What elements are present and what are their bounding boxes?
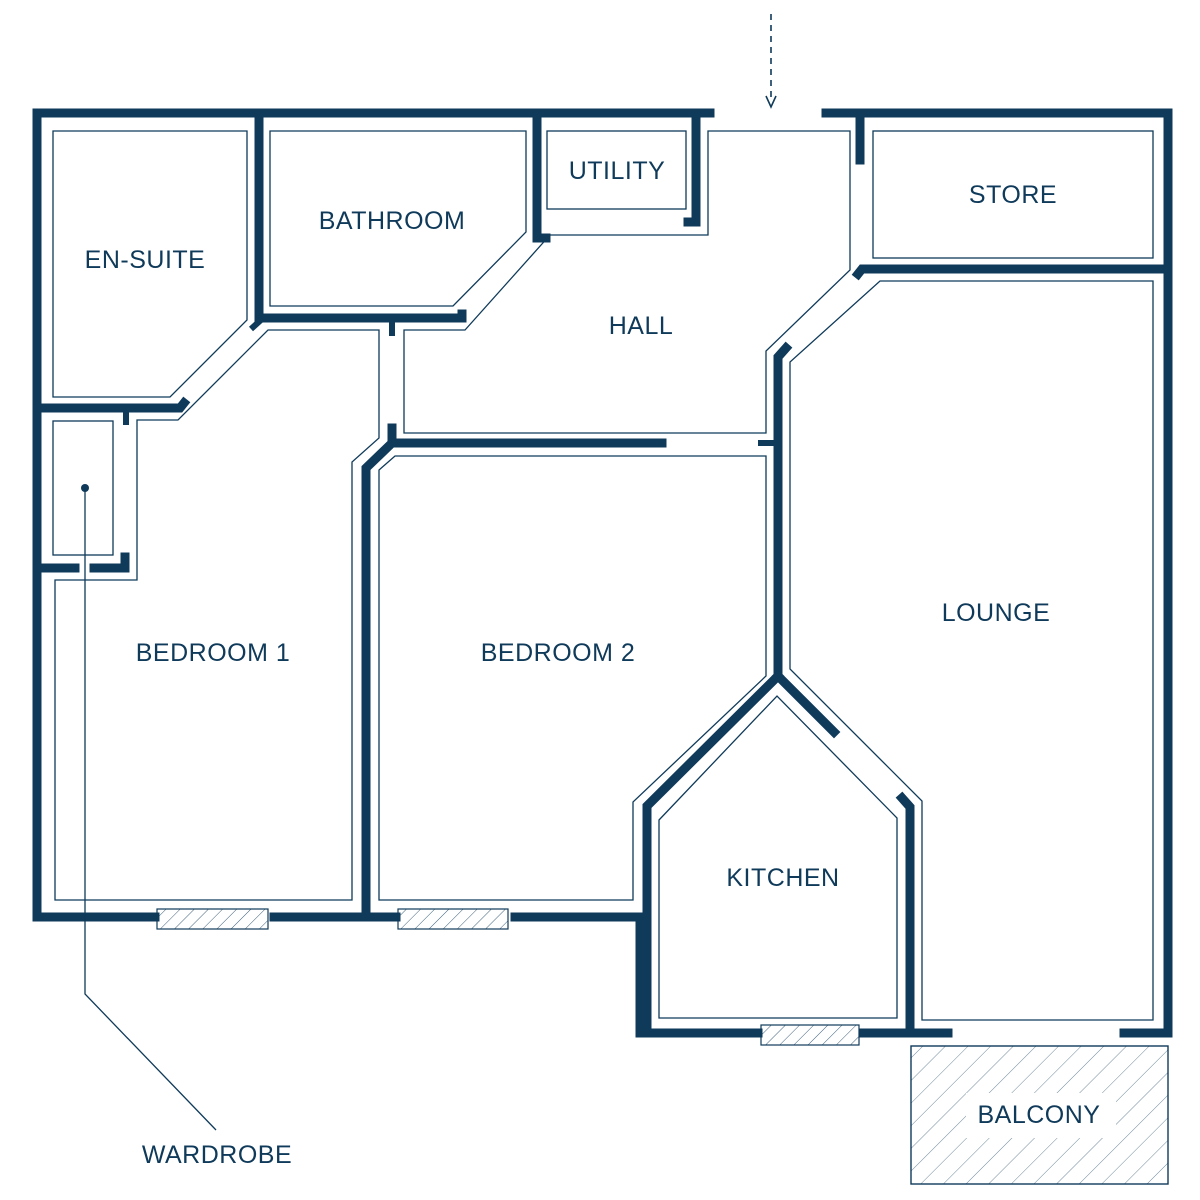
label-kitchen: KITCHEN — [726, 864, 839, 892]
label-bedroom2: BEDROOM 2 — [481, 639, 636, 667]
store-outline — [872, 130, 1154, 259]
label-lounge: LOUNGE — [942, 599, 1051, 627]
label-bathroom: BATHROOM — [319, 207, 466, 235]
hall-outline — [403, 130, 851, 434]
wall-lounge-bedroom2 — [773, 341, 793, 681]
label-wardrobe: WARDROBE — [142, 1141, 292, 1169]
bedroom2-outline — [378, 455, 767, 901]
room-outlines — [52, 130, 1154, 1021]
window-bedroom2 — [397, 908, 509, 930]
label-bedroom1: BEDROOM 1 — [136, 639, 291, 667]
label-balcony: BALCONY — [978, 1101, 1101, 1129]
wardrobe-leader-line — [84, 488, 217, 1131]
window-kitchen — [760, 1024, 860, 1046]
wall-kitchen-top-right — [771, 669, 841, 739]
label-hall: HALL — [609, 312, 674, 340]
wall-bedroom1-bedroom2 — [387, 423, 667, 448]
wall-ensuite-diagonal — [248, 316, 265, 332]
wall-bedroom2-left — [361, 436, 399, 922]
balcony-label-bg — [966, 1093, 1116, 1138]
wall-kitchen-right — [895, 791, 915, 1038]
room-labels: EN-SUITE BATHROOM UTILITY STORE HALL BED… — [85, 157, 1101, 1169]
wall-store-lounge — [851, 264, 1168, 281]
wall-kitchen-left — [642, 669, 785, 1038]
kitchen-outline — [658, 695, 898, 1019]
bedroom1-outline — [54, 329, 380, 901]
wall-wardrobe-bottom-right — [89, 552, 130, 573]
window-bedroom1 — [156, 908, 269, 930]
wall-bathroom-utility — [532, 113, 551, 243]
label-ensuite: EN-SUITE — [85, 246, 206, 274]
bathroom-outline — [269, 130, 527, 307]
outer-wall-top-left — [32, 108, 715, 922]
lounge-outline — [789, 280, 1154, 1021]
outer-wall-top-right — [821, 108, 1173, 1038]
utility-outline — [546, 130, 687, 210]
wardrobe-callout — [81, 484, 217, 1131]
wall-utility-hall — [683, 113, 701, 227]
ensuite-outline — [52, 130, 248, 398]
entrance-arrow-icon — [765, 14, 777, 109]
wardrobe-outline — [52, 420, 114, 556]
windows — [156, 908, 860, 1046]
wall-ensuite-bottom — [37, 396, 191, 413]
balcony — [910, 1045, 1169, 1185]
walls — [32, 108, 1173, 1038]
label-store: STORE — [969, 181, 1057, 209]
outer-wall-bottom-b2 — [510, 912, 763, 1038]
label-utility: UTILITY — [569, 157, 666, 185]
wall-ensuite-bathroom — [254, 113, 467, 323]
